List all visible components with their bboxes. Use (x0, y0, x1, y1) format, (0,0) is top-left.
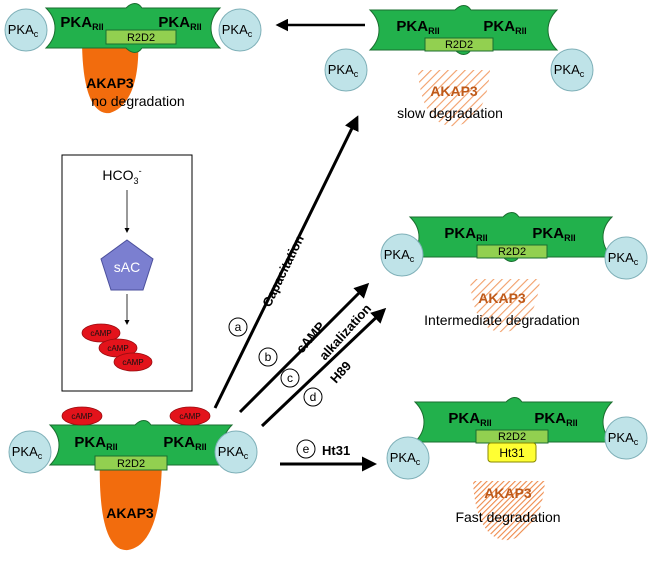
camp-molecule (81, 323, 121, 343)
akap3-title: AKAP3 (86, 75, 134, 91)
akap3-title: AKAP3 (484, 485, 532, 501)
pkar-label-left: PKARII (60, 14, 103, 32)
state-description: no degradation (91, 93, 184, 109)
arrow-b-marker (258, 347, 278, 367)
r2d2-box (424, 37, 494, 52)
akap3-shape (470, 279, 540, 333)
pkar-label-left: PKARII (448, 410, 491, 428)
akap3-shape (99, 455, 162, 551)
arrows: a Capacitation b cAMP c alkalization d H… (213, 115, 387, 472)
pkac-label: PKAc (12, 444, 43, 461)
pkar-label-right: PKARII (163, 434, 206, 452)
akap3-title: AKAP3 (106, 505, 154, 521)
r2d2-box (105, 29, 177, 45)
pkac-subunit (214, 430, 258, 474)
r2d2-label: R2D2 (127, 32, 155, 44)
camp-molecule (113, 352, 153, 372)
pkar-label-right: PKARII (483, 18, 526, 36)
svg-text:cAMP: cAMP (71, 412, 92, 421)
arrow-d-marker (303, 387, 323, 407)
r2d2-label: R2D2 (498, 246, 526, 258)
r2d2-box (94, 455, 168, 471)
sac-label: sAC (114, 259, 140, 275)
akap3-shape (473, 481, 545, 541)
pkac-subunit (218, 8, 262, 52)
pkar-label-left: PKARII (74, 434, 117, 452)
pkac-label: PKAc (390, 450, 421, 467)
akap3-title: AKAP3 (430, 83, 478, 99)
ht31-label: Ht31 (499, 446, 525, 460)
arrow-a-letter: a (235, 320, 242, 334)
pkac-label: PKAc (328, 62, 359, 79)
pkac-label: PKAc (608, 430, 639, 447)
arrow-c-letter: c (287, 371, 293, 385)
pkac-label: PKAc (222, 22, 253, 39)
pkar-label-right: PKARII (532, 225, 575, 243)
complex-slow-degradation: R2D2 PKARII PKARII PKAc PKAc AKAP3 slow … (324, 5, 594, 127)
pkac-label: PKAc (608, 250, 639, 267)
arrow-a-marker (228, 317, 248, 337)
ht31-peptide (487, 442, 537, 463)
camp-molecule (169, 406, 211, 426)
pkac-subunit (380, 233, 424, 277)
pkac-label: PKAc (554, 62, 585, 79)
state-description: slow degradation (397, 105, 503, 121)
r2d2-label: R2D2 (117, 458, 145, 470)
arrow-e-label: Ht31 (322, 443, 350, 458)
sac-pathway-box: HCO3- sAC cAMP cAMP cAMP (61, 154, 193, 392)
arrow-b (238, 282, 370, 414)
r2d2-box (476, 244, 548, 259)
pkar-label-right: PKARII (534, 410, 577, 428)
r2d2-label: R2D2 (445, 39, 473, 51)
arrow-c-marker (280, 368, 300, 388)
hco3-label: HCO3- (102, 166, 141, 186)
complex-intermediate-degradation: R2D2 PKARII PKARII PKAc PKAc AKAP3 Inter… (380, 212, 648, 333)
pkac-subunit (4, 8, 48, 52)
complex-camp-bound: R2D2 PKARII PKARII cAMP cAMP PKAc PKAc A… (8, 406, 258, 551)
pkac-subunit (8, 430, 52, 474)
pkac-subunit (550, 48, 594, 92)
pkar-label-left: PKARII (396, 18, 439, 36)
r2d2-label: R2D2 (498, 431, 526, 443)
arrow-b-letter: b (265, 350, 272, 364)
svg-text:cAMP: cAMP (90, 329, 111, 338)
pkar-label-right: PKARII (158, 14, 201, 32)
akap3-shape (418, 70, 490, 127)
complex-fast-degradation: R2D2 Ht31 PKARII PKARII PKAc PKAc AKAP3 … (386, 397, 648, 541)
pkar-dimer (368, 5, 559, 55)
pkac-subunit (324, 48, 368, 92)
state-description: Fast degradation (455, 509, 560, 525)
camp-molecule (61, 406, 103, 426)
arrow-d-letter: d (310, 390, 317, 404)
pkac-subunit (386, 436, 430, 480)
arrow-a (213, 115, 359, 409)
arrow-e-letter: e (303, 442, 310, 456)
pkac-label: PKAc (8, 22, 39, 39)
arrow-d-label: H89 (327, 358, 354, 386)
pkac-subunit (604, 236, 648, 280)
arrow-cd (260, 307, 387, 428)
sac-pentagon (100, 239, 154, 291)
pkac-subunit (604, 416, 648, 460)
svg-text:cAMP: cAMP (179, 412, 200, 421)
svg-text:cAMP: cAMP (122, 358, 143, 367)
arrow-a-label: Capacitation (259, 233, 307, 310)
complex-no-degradation: R2D2 PKARII PKARII PKAc PKAc AKAP3 no de… (4, 3, 262, 114)
pkar-label-left: PKARII (444, 225, 487, 243)
akap3-shape (82, 38, 139, 114)
akap3-title: AKAP3 (478, 290, 526, 306)
arrow-e-marker (296, 439, 316, 459)
pkac-label: PKAc (218, 444, 249, 461)
svg-text:cAMP: cAMP (107, 344, 128, 353)
pkac-label: PKAc (384, 247, 415, 264)
state-description: Intermediate degradation (424, 312, 580, 328)
